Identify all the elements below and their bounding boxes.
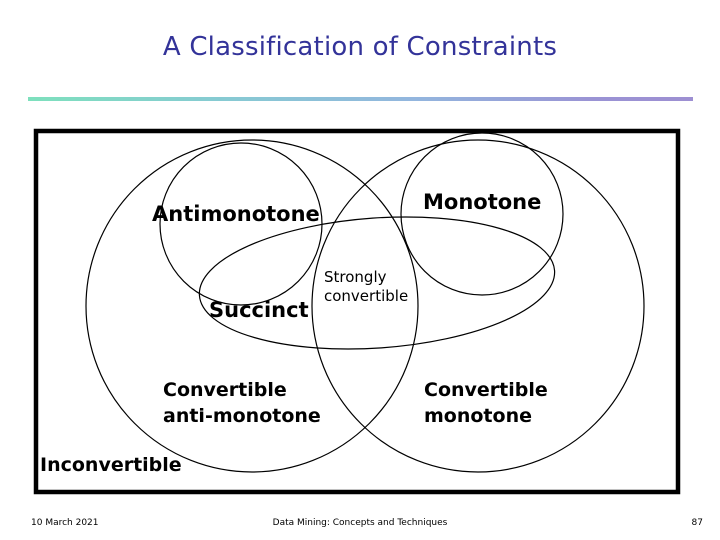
region-label-succinct: Succinct xyxy=(209,298,309,322)
slide-footer: 10 March 2021 Data Mining: Concepts and … xyxy=(0,518,720,534)
region-label-convertible-monotone: Convertible monotone xyxy=(424,379,548,427)
monotone-circle xyxy=(400,132,564,296)
inconvertible-box xyxy=(33,128,681,495)
region-label-convertible-anti-monotone: Convertible anti-monotone xyxy=(163,379,321,427)
convertible-anti-monotone-circle xyxy=(85,139,419,473)
convertible-monotone-circle xyxy=(311,139,645,473)
region-label-strongly-convertible: Strongly convertible xyxy=(324,268,409,305)
region-label-antimonotone: Antimonotone xyxy=(152,202,320,226)
title-divider-rule xyxy=(28,97,693,101)
succinct-ellipse xyxy=(198,216,556,350)
footer-course-title: Data Mining: Concepts and Techniques xyxy=(272,518,448,528)
footer-page-number: 87 xyxy=(691,518,703,528)
page-title: A Classification of Constraints xyxy=(162,32,558,62)
region-label-monotone: Monotone xyxy=(423,190,542,214)
footer-date: 10 March 2021 xyxy=(31,518,99,528)
region-label-inconvertible: Inconvertible xyxy=(40,454,182,476)
